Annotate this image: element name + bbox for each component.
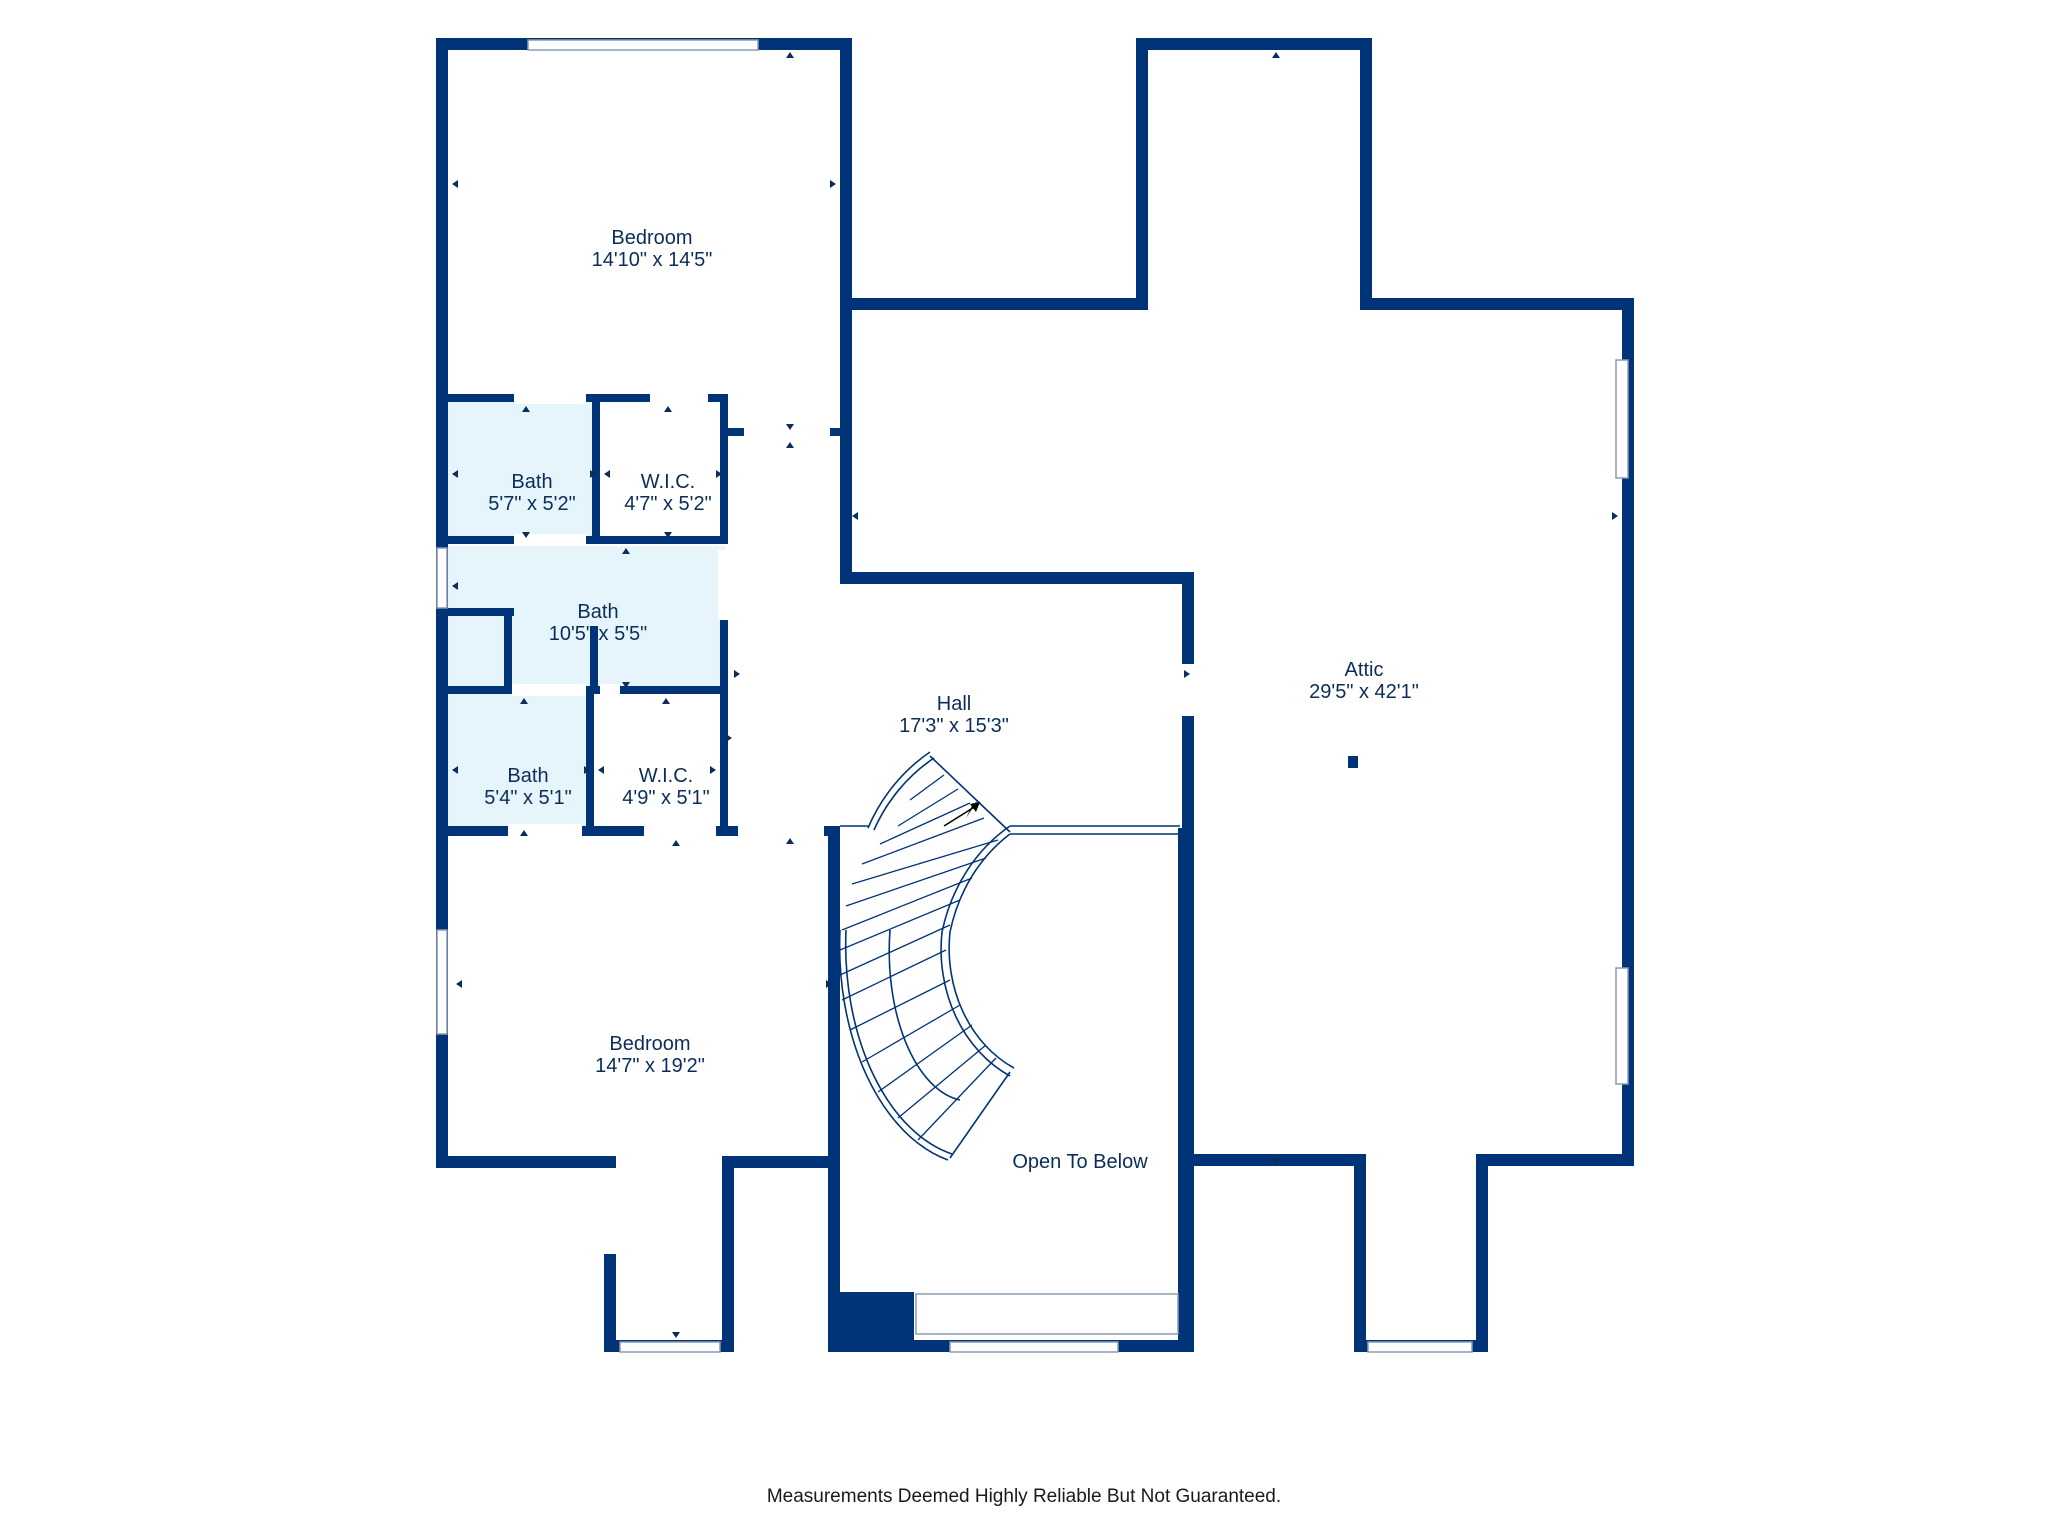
wic-1-label: W.I.C.	[641, 471, 695, 493]
bedroom-top-label: Bedroom	[611, 227, 692, 249]
attic-post	[1348, 756, 1358, 768]
bath-1-fill	[448, 400, 596, 540]
curved-staircase	[838, 751, 1180, 1161]
bedroom-bottom-dims: 14'7" x 19'2"	[595, 1055, 705, 1077]
wic-1-dims: 4'7" x 5'2"	[624, 493, 711, 515]
attic-dims: 29'5" x 42'1"	[1309, 681, 1419, 703]
bath-1-label: Bath	[511, 471, 552, 493]
bath-2-label: Bath	[577, 601, 618, 623]
doors	[508, 392, 1196, 1254]
wic-2-dims: 4'9" x 5'1"	[622, 787, 709, 809]
wic-2-label: W.I.C.	[639, 765, 693, 787]
bath-2-dims: 10'5" x 5'5"	[549, 623, 648, 645]
bath-1-dims: 5'7" x 5'2"	[488, 493, 575, 515]
hall-dims: 17'3" x 15'3"	[899, 715, 1009, 737]
bath-2-fill	[448, 546, 726, 690]
open-to-below-label: Open To Below	[1012, 1151, 1148, 1173]
bath-3-dims: 5'4" x 5'1"	[484, 787, 571, 809]
bath-3-fill	[448, 694, 590, 832]
bedroom-bottom-label: Bedroom	[609, 1033, 690, 1055]
attic-label: Attic	[1345, 659, 1384, 681]
bath-3-label: Bath	[507, 765, 548, 787]
windows	[436, 39, 1629, 1353]
measurement-disclaimer: Measurements Deemed Highly Reliable But …	[766, 1486, 1282, 1507]
dimension-ticks	[452, 52, 1618, 1338]
bedroom-top-dims: 14'10" x 14'5"	[592, 249, 713, 271]
hall-label: Hall	[937, 693, 971, 715]
